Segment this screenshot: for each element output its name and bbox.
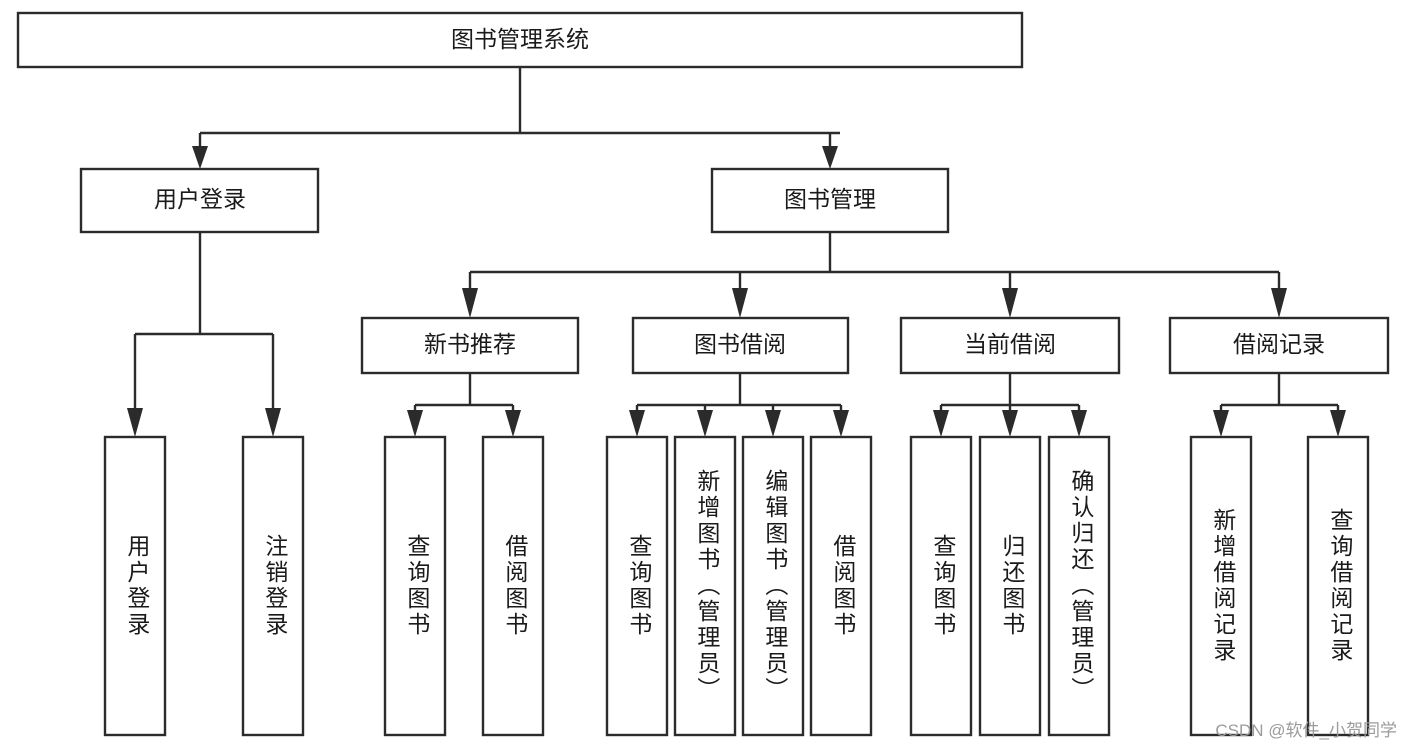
- node-book-borrow[interactable]: 图书借阅: [631, 316, 850, 375]
- node-book-management[interactable]: 图书管理: [710, 167, 950, 234]
- leaf-user-login-login-label: 用户登录: [124, 534, 151, 638]
- node-borrow-record-label: 借阅记录: [1233, 331, 1325, 357]
- leaf-book-borrow-borrow[interactable]: 借阅图书: [809, 435, 873, 737]
- leaf-book-borrow-edit-label: 编辑图书（管理员）: [762, 469, 789, 703]
- connector-userlogin-to-leaves: [127, 232, 281, 437]
- connector-root-to-level2: [192, 67, 840, 169]
- leaf-user-login-logout[interactable]: 注销登录: [241, 435, 305, 737]
- node-user-login-label: 用户登录: [154, 186, 246, 212]
- leaf-new-book-borrow[interactable]: 借阅图书: [481, 435, 545, 737]
- connector-bookmgmt-to-level3: [462, 232, 1287, 318]
- node-new-book-recommend[interactable]: 新书推荐: [360, 316, 580, 375]
- leaf-current-borrow-return-label: 归还图书: [999, 534, 1026, 638]
- leaf-book-borrow-add[interactable]: 新增图书（管理员）: [673, 435, 737, 737]
- leaf-new-book-query-label: 查询图书: [404, 534, 431, 638]
- node-root[interactable]: 图书管理系统: [16, 11, 1024, 69]
- leaf-borrow-record-query-label: 查询借阅记录: [1327, 508, 1354, 664]
- leaf-current-borrow-confirm-label: 确认归还（管理员）: [1068, 469, 1095, 703]
- node-root-label: 图书管理系统: [451, 26, 589, 52]
- connector-newbook-to-leaves: [407, 373, 521, 437]
- leaf-book-borrow-borrow-label: 借阅图书: [830, 534, 857, 638]
- node-book-management-label: 图书管理: [784, 186, 876, 212]
- leaf-book-borrow-query[interactable]: 查询图书: [605, 435, 669, 737]
- node-current-borrow-label: 当前借阅: [964, 331, 1056, 357]
- connector-currentborrow-to-leaves: [933, 373, 1087, 437]
- leaf-user-login-login[interactable]: 用户登录: [103, 435, 167, 737]
- leaf-borrow-record-query[interactable]: 查询借阅记录: [1306, 435, 1370, 737]
- leaf-current-borrow-query-label: 查询图书: [930, 534, 957, 638]
- leaf-current-borrow-return[interactable]: 归还图书: [978, 435, 1042, 737]
- node-user-login[interactable]: 用户登录: [79, 167, 320, 234]
- leaf-book-borrow-add-label: 新增图书（管理员）: [694, 469, 721, 703]
- connector-bookborrow-to-leaves: [629, 373, 849, 437]
- node-new-book-recommend-label: 新书推荐: [424, 331, 516, 357]
- leaf-new-book-query[interactable]: 查询图书: [383, 435, 447, 737]
- leaf-current-borrow-confirm[interactable]: 确认归还（管理员）: [1047, 435, 1111, 737]
- node-borrow-record[interactable]: 借阅记录: [1168, 316, 1390, 375]
- leaf-borrow-record-add-label: 新增借阅记录: [1210, 508, 1237, 664]
- node-current-borrow[interactable]: 当前借阅: [899, 316, 1121, 375]
- leaf-book-borrow-query-label: 查询图书: [626, 534, 653, 638]
- leaf-borrow-record-add[interactable]: 新增借阅记录: [1189, 435, 1253, 737]
- leaf-new-book-borrow-label: 借阅图书: [502, 534, 529, 638]
- leaf-user-login-logout-label: 注销登录: [262, 534, 289, 638]
- leaf-book-borrow-edit[interactable]: 编辑图书（管理员）: [741, 435, 805, 737]
- connector-borrowrecord-to-leaves: [1213, 373, 1346, 437]
- node-book-borrow-label: 图书借阅: [694, 331, 786, 357]
- leaf-current-borrow-query[interactable]: 查询图书: [909, 435, 973, 737]
